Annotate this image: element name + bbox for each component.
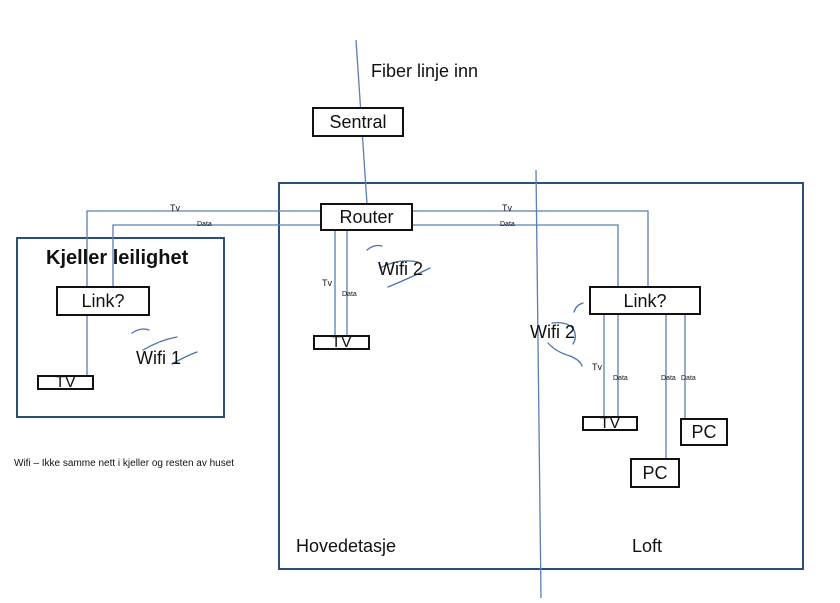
cable-tv-basement-label: Tv [170,203,180,213]
loft-label: Loft [632,536,663,556]
sentral-box: Sentral [312,107,404,137]
link-basement-box: Link? [56,286,150,316]
cable-data-loft [413,224,619,288]
tv-main-box: TV [313,333,370,351]
wifi1-label: Wifi 1 [136,348,181,368]
fiber-in-label: Fiber linje inn [371,61,479,81]
cable-tv-loft [413,210,649,288]
cable-data-basement-label: Data [197,221,212,228]
wifi-waves-basement [131,328,198,365]
cable-tv-main-label: Tv [322,278,332,288]
main-floor-label: Hovedetasje [296,536,397,556]
wifi-waves-main [366,244,431,288]
wifi2-loft-label: Wifi 2 [530,322,575,342]
link-basement-label: Link? [81,291,125,311]
pc2-box: PC [630,458,680,488]
pc1-label: PC [691,422,717,442]
tv-basement-box: TV [37,373,94,391]
cable-data-loft-pc1-label: Data [681,375,696,382]
cable-tv-loft-tv-label: Tv [592,362,602,372]
pc2-label: PC [642,463,668,483]
cable-data-basement [112,224,321,288]
pc1-box: PC [680,418,728,446]
cable-data-main-label: Data [342,291,357,298]
tv-basement-label: TV [55,373,76,391]
wifi-note: Wifi – Ikke samme nett i kjeller og rest… [14,458,235,469]
cable-data-loft-tv-label: Data [613,375,628,382]
wifi-waves-loft [547,302,584,367]
cable-data-loft-pc2-label: Data [661,375,676,382]
tv-main-label: TV [331,333,352,351]
main-floor-zone-border [278,182,804,570]
tv-loft-box: TV [582,414,638,432]
floor-divider-line [535,169,542,599]
basement-zone-border [16,237,225,418]
wifi2-main-label: Wifi 2 [378,259,423,279]
link-loft-label: Link? [623,290,667,311]
link-loft-box: Link? [589,286,701,315]
sentral-label: Sentral [329,112,387,132]
router-label: Router [339,207,394,227]
cable-data-loft-label: Data [500,221,515,228]
cable-tv-basement [86,210,321,376]
router-box: Router [320,203,413,231]
basement-title: Kjeller leilighet [46,247,189,269]
tv-loft-label: TV [599,414,621,432]
cable-tv-loft-label: Tv [502,203,512,213]
